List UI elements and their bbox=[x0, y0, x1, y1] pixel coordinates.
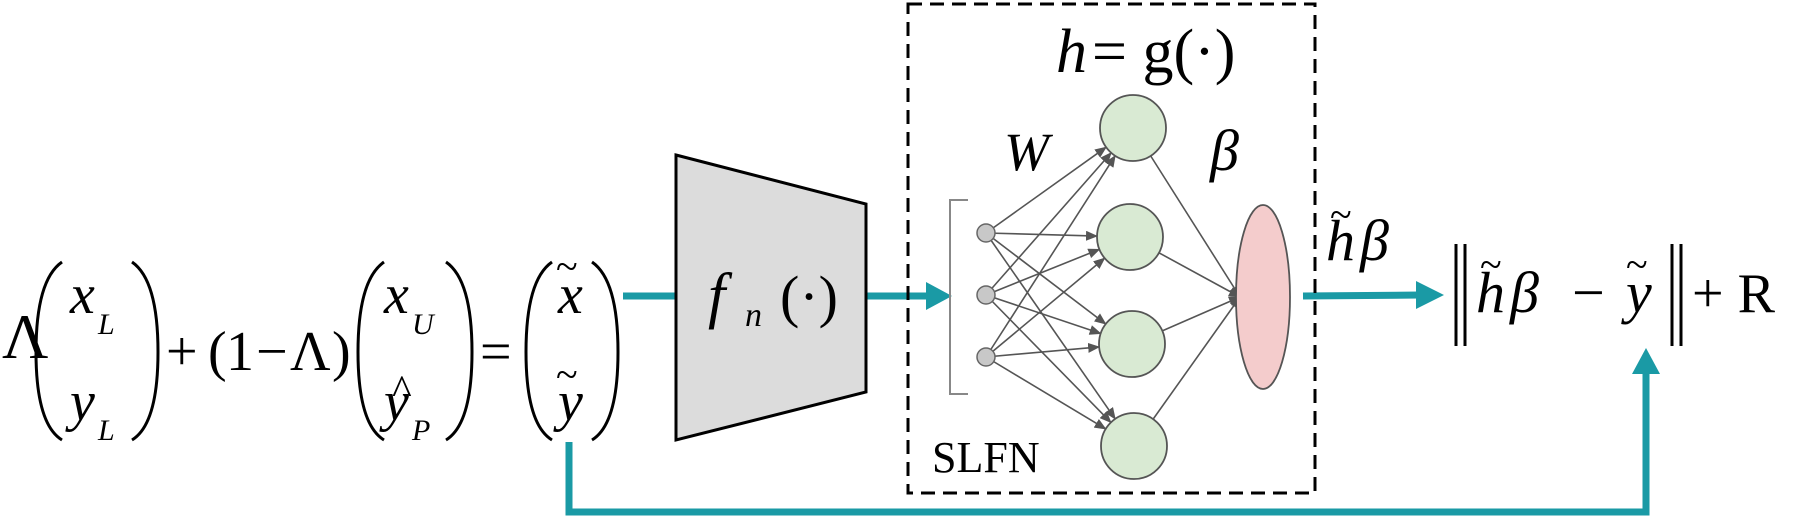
arrowhead-transform-to-slfn bbox=[926, 282, 952, 310]
edge-input-1-hidden-2 bbox=[985, 230, 1099, 241]
loss-h-tilde-mark: ~ bbox=[1480, 242, 1502, 287]
right-paren-2 bbox=[445, 260, 474, 442]
open-paren-coefficient: ( bbox=[208, 321, 227, 383]
regularization-term: + R bbox=[1692, 263, 1776, 325]
edge-input-2-hidden-3 bbox=[985, 294, 1102, 335]
edge-input-2-hidden-1 bbox=[985, 152, 1112, 296]
hidden-activation-lhs: h bbox=[1056, 18, 1087, 86]
edge-hidden-3-output bbox=[1161, 296, 1241, 332]
edge-input-3-hidden-4 bbox=[985, 356, 1107, 430]
loss-h: h bbox=[1476, 260, 1505, 325]
beta-label: β bbox=[1209, 118, 1239, 183]
lambda-symbol-2: Λ bbox=[290, 321, 331, 383]
hidden-node-3 bbox=[1098, 310, 1166, 378]
hidden-activation-rhs: = g(·) bbox=[1092, 18, 1235, 86]
output-h-tilde-mark: ~ bbox=[1330, 192, 1352, 237]
y-l-base: y bbox=[65, 371, 95, 433]
edge-input-2-hidden-4 bbox=[985, 294, 1112, 424]
y-p-hat: ^ bbox=[392, 368, 412, 414]
x-u-base: x bbox=[383, 264, 409, 326]
loss-minus-sign: − bbox=[1572, 260, 1605, 325]
input-node-3 bbox=[976, 347, 996, 367]
slfn-block: h = g(·) W β SLFN bbox=[906, 2, 1317, 495]
close-paren-coefficient: ) bbox=[332, 321, 351, 383]
arrowhead-slfn-to-output bbox=[1416, 281, 1444, 309]
flow-arrows bbox=[565, 281, 1660, 516]
equals-sign: = bbox=[480, 321, 512, 383]
y-p-subscript: P bbox=[411, 414, 430, 447]
minus-sign: − bbox=[256, 321, 288, 383]
edge-input-3-hidden-3 bbox=[985, 342, 1101, 358]
input-node-1 bbox=[976, 223, 996, 243]
lambda-symbol: Λ bbox=[2, 301, 48, 372]
edge-hidden-1-output bbox=[1149, 155, 1241, 298]
x-tilde-base: x bbox=[557, 264, 583, 326]
x-u-subscript: U bbox=[412, 308, 436, 341]
edge-input-1-hidden-1 bbox=[985, 146, 1107, 234]
x-tilde-mark: ~ bbox=[556, 244, 578, 289]
x-l-subscript: L bbox=[97, 308, 115, 341]
output-beta: β bbox=[1359, 208, 1389, 273]
edge-input-3-hidden-1 bbox=[985, 154, 1116, 358]
network-nodes bbox=[976, 94, 1291, 480]
y-l-subscript: L bbox=[97, 414, 115, 447]
edge-hidden-4-output bbox=[1152, 296, 1241, 420]
edge-input-1-hidden-4 bbox=[985, 232, 1116, 420]
y-tilde-base: y bbox=[553, 371, 583, 433]
loss-y: y bbox=[1621, 260, 1652, 325]
output-expression: ~ h β ~ h β − ~ y + R bbox=[1326, 192, 1776, 346]
output-h: h bbox=[1326, 208, 1355, 273]
hidden-node-1 bbox=[1099, 94, 1167, 162]
y-tilde-mark: ~ bbox=[556, 352, 578, 397]
loss-y-tilde-mark: ~ bbox=[1626, 242, 1648, 287]
network-edges bbox=[985, 146, 1241, 430]
arrow-feedback-loop bbox=[565, 372, 1650, 516]
edge-input-1-hidden-3 bbox=[985, 232, 1107, 325]
output-node bbox=[1235, 204, 1291, 390]
edge-input-3-hidden-2 bbox=[985, 257, 1106, 358]
x-l-base: x bbox=[69, 264, 95, 326]
input-node-2 bbox=[976, 285, 996, 305]
plus-sign: + bbox=[166, 321, 198, 383]
weight-label: W bbox=[1004, 122, 1054, 182]
y-p-base: y bbox=[379, 371, 409, 433]
transform-function-subscript: n bbox=[745, 297, 762, 334]
mixup-equation: Λ x L y L + ( 1 − Λ ) x U ^ y P = ~ x ~ … bbox=[2, 244, 620, 447]
transform-block: f n (·) bbox=[674, 153, 868, 442]
left-paren-3 bbox=[524, 260, 553, 442]
loss-beta: β bbox=[1509, 260, 1539, 325]
slfn-label: SLFN bbox=[932, 433, 1040, 482]
edge-input-2-hidden-2 bbox=[985, 248, 1101, 296]
slfn-dashed-border bbox=[906, 2, 1317, 495]
input-bracket bbox=[949, 199, 968, 395]
transform-function-argument: (·) bbox=[780, 264, 838, 329]
left-paren-1 bbox=[34, 260, 63, 442]
arrow-slfn-to-output bbox=[1302, 291, 1421, 300]
arrowhead-feedback-loop bbox=[1632, 348, 1660, 374]
right-paren-1 bbox=[131, 260, 160, 442]
hidden-node-2 bbox=[1096, 203, 1164, 271]
trapezoid-shape bbox=[674, 153, 868, 442]
hidden-node-4 bbox=[1100, 412, 1168, 480]
one-digit: 1 bbox=[226, 321, 254, 383]
edge-hidden-2-output bbox=[1158, 252, 1241, 298]
left-paren-2 bbox=[356, 260, 385, 442]
right-paren-3 bbox=[591, 260, 620, 442]
